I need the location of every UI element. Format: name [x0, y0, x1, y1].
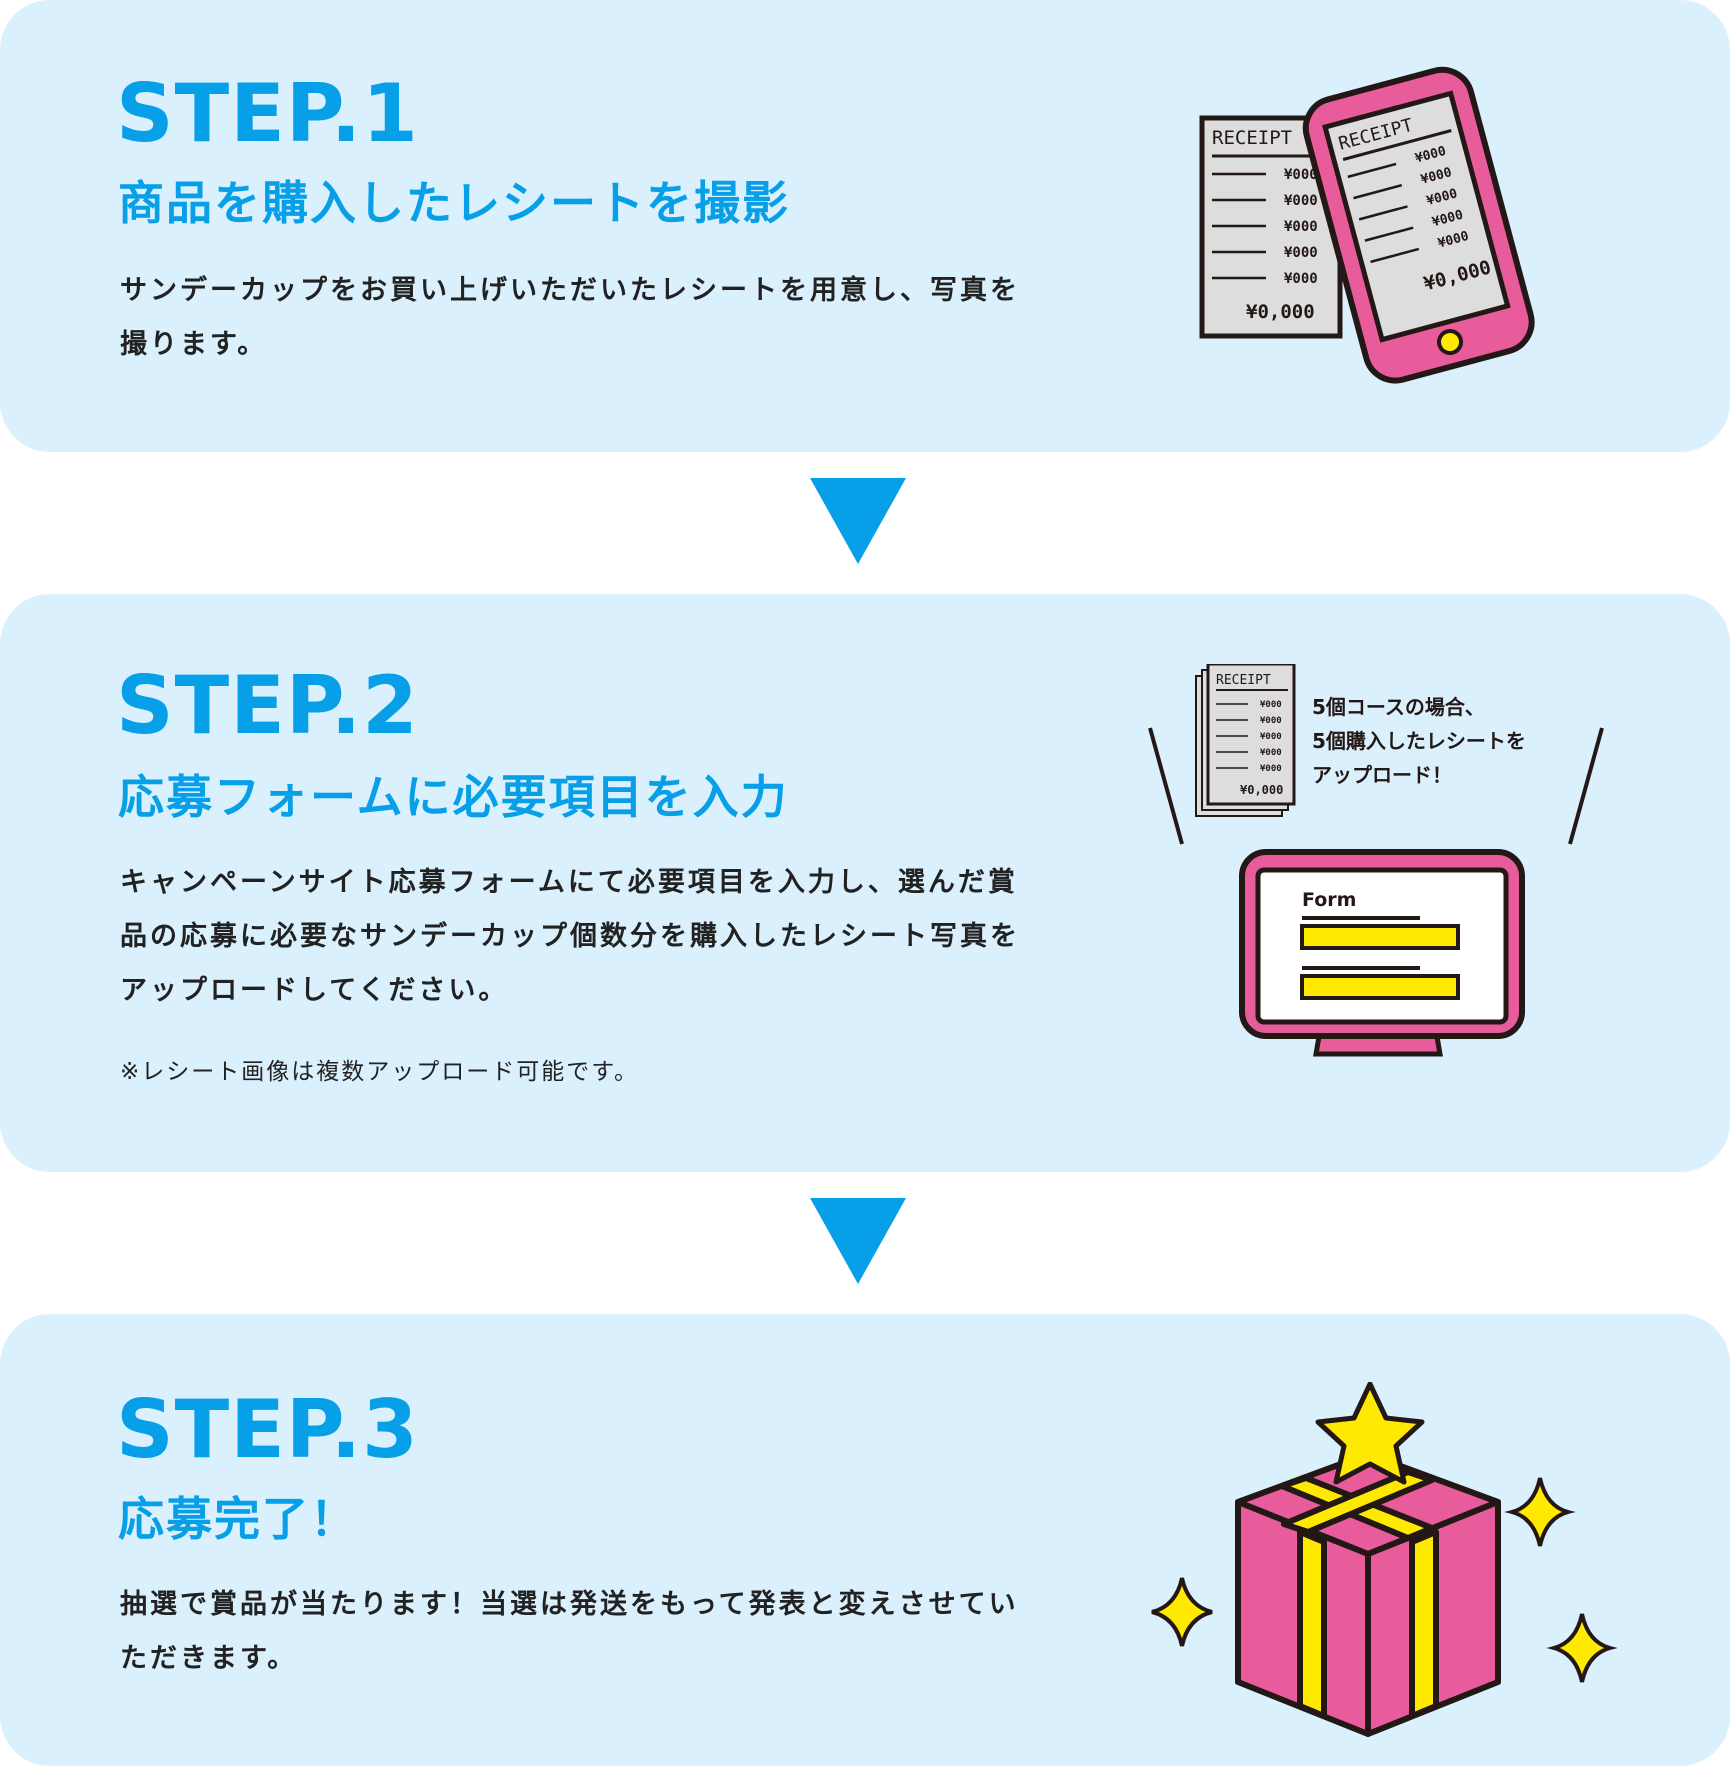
receipt-price: ¥000	[1284, 271, 1318, 287]
sparkle-icon	[1151, 1577, 1213, 1647]
receipt-heading: RECEIPT	[1216, 673, 1271, 688]
triangle-down-icon	[810, 1198, 906, 1284]
caption-line-1: 5個コースの場合、	[1312, 695, 1485, 719]
receipt-price: ¥000	[1284, 193, 1318, 209]
sparkle-icon	[1504, 1477, 1576, 1547]
receipt-total: ¥0,000	[1240, 783, 1283, 797]
form-field	[1300, 924, 1460, 950]
receipt-total: ¥0,000	[1246, 301, 1315, 323]
step-3-title: 応募完了！	[118, 1492, 358, 1546]
phone-receipt-icon: RECEIPT ¥000 ¥000 ¥000 ¥000 ¥000 ¥0,000	[1199, 66, 1535, 384]
step-2-note: ※レシート画像は複数アップロード可能です。	[120, 1059, 639, 1085]
emphasis-line	[1568, 727, 1604, 845]
gift-box	[1235, 1451, 1501, 1737]
receipt-price: ¥000	[1284, 245, 1318, 261]
form-field	[1300, 974, 1460, 1000]
sparkle-icon	[1546, 1613, 1618, 1683]
star-icon	[1315, 1382, 1425, 1485]
monitor: Form	[1239, 849, 1525, 1057]
step-2-description: キャンペーンサイト応募フォームにて必要項目を入力し、選んだ賞品の応募に必要なサン…	[120, 867, 1020, 1006]
caption-line-2: 5個購入したレシートを	[1312, 729, 1526, 753]
step-3-card: STEP.3 応募完了！ 抽選で賞品が当たります！当選は発送をもって発表と変えさ…	[0, 1314, 1730, 1766]
step-1-title: 商品を購入したレシートを撮影	[118, 176, 790, 230]
step-2-label: STEP.2	[116, 659, 419, 752]
receipt-heading: RECEIPT	[1212, 127, 1292, 149]
home-button	[1437, 329, 1464, 356]
step-1-card: STEP.1 商品を購入したレシートを撮影 サンデーカップをお買い上げいただいた…	[0, 0, 1730, 452]
receipt-price: ¥000	[1260, 748, 1282, 758]
caption-line-3: アップロード！	[1312, 763, 1452, 787]
receipt-price: ¥000	[1284, 167, 1318, 183]
receipt-price: ¥000	[1260, 732, 1282, 742]
receipt-price: ¥000	[1284, 219, 1318, 235]
step-1-description: サンデーカップをお買い上げいただいたレシートを用意し、写真を撮ります。	[120, 275, 1020, 360]
gift-box-icon	[1151, 1382, 1618, 1737]
step-3-description: 抽選で賞品が当たります！当選は発送をもって発表と変えさせていただきます。	[120, 1589, 1019, 1674]
monitor-form-icon: RECEIPT ¥000 ¥000 ¥000 ¥000 ¥000 ¥0,000 …	[1148, 664, 1604, 1057]
receipt-price: ¥000	[1260, 764, 1282, 774]
step-2-title: 応募フォームに必要項目を入力	[118, 770, 789, 824]
form-label: Form	[1302, 889, 1356, 911]
receipt-price: ¥000	[1260, 700, 1282, 710]
step-3-label: STEP.3	[116, 1383, 419, 1476]
receipt-price: ¥000	[1260, 716, 1282, 726]
receipt-stack: RECEIPT ¥000 ¥000 ¥000 ¥000 ¥000 ¥0,000	[1195, 664, 1296, 817]
smartphone: RECEIPT ¥000 ¥000 ¥000 ¥000 ¥000 ¥0,000	[1302, 66, 1535, 384]
emphasis-line	[1148, 727, 1184, 845]
triangle-down-icon	[810, 478, 906, 564]
step-2-card: STEP.2 応募フォームに必要項目を入力 キャンペーンサイト応募フォームにて必…	[0, 594, 1730, 1172]
step-1-label: STEP.1	[116, 67, 419, 160]
